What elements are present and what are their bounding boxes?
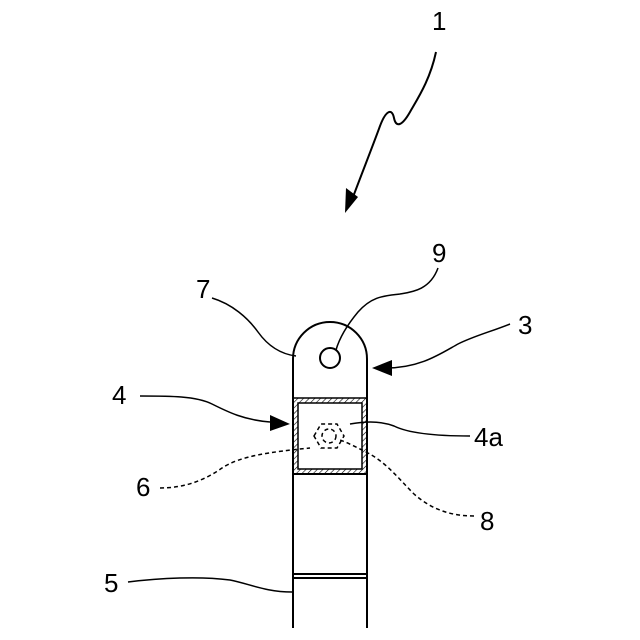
leader-3 xyxy=(386,324,510,368)
label-1: 1 xyxy=(432,6,446,36)
leader-7 xyxy=(212,298,296,356)
label-4a: 4a xyxy=(474,422,503,452)
leader-9 xyxy=(336,268,438,350)
label-8: 8 xyxy=(480,506,494,536)
leader-3-arrowhead xyxy=(372,360,392,376)
label-3: 3 xyxy=(518,310,532,340)
window-inner xyxy=(298,403,362,469)
assembly-arrowhead xyxy=(345,188,358,213)
label-9: 9 xyxy=(432,238,446,268)
assembly-leader xyxy=(350,52,436,205)
leader-6 xyxy=(160,448,310,488)
pivot-hole xyxy=(320,348,340,368)
label-6: 6 xyxy=(136,472,150,502)
leader-4 xyxy=(140,396,270,422)
leader-5 xyxy=(128,578,292,592)
leader-4-arrowhead xyxy=(270,415,290,431)
label-7: 7 xyxy=(196,274,210,304)
label-4: 4 xyxy=(112,380,126,410)
label-5: 5 xyxy=(104,568,118,598)
